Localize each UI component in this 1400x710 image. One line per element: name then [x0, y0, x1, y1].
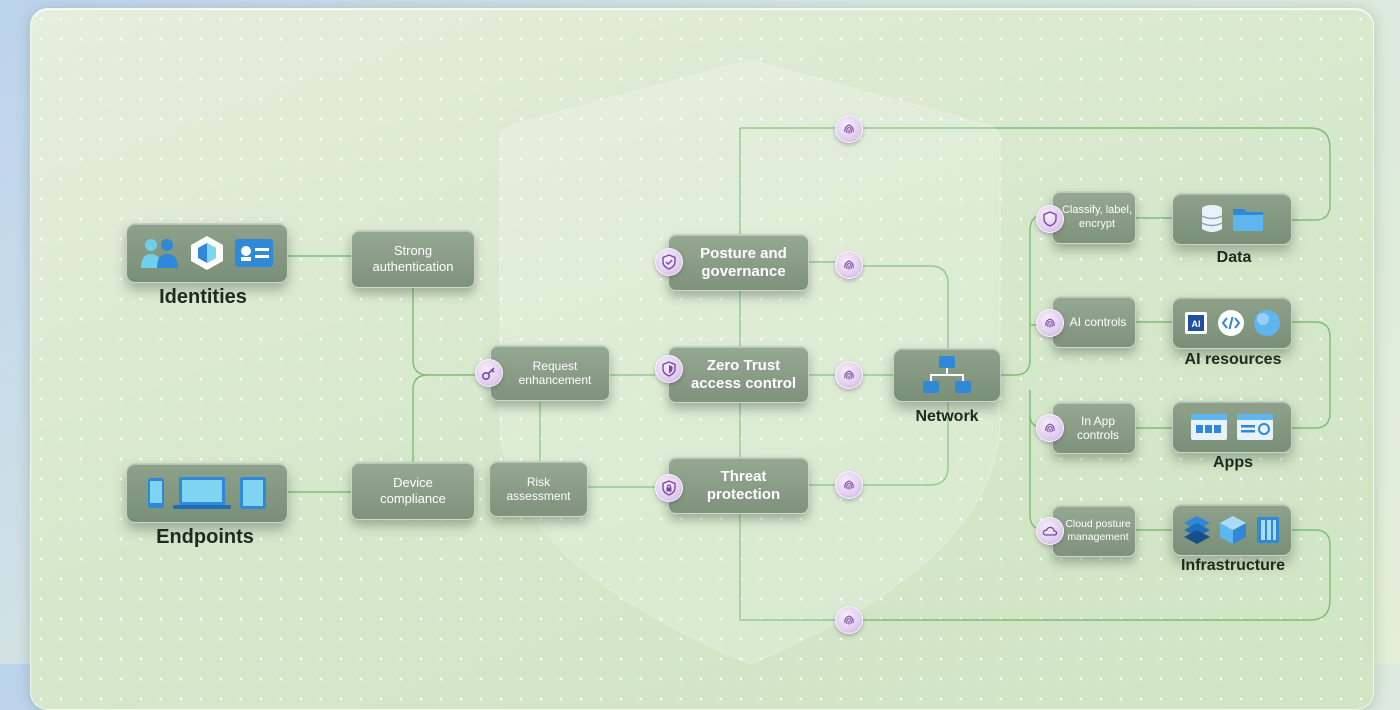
- network-icon: [923, 356, 971, 393]
- database-icon: [1201, 205, 1223, 232]
- server-icon: [1257, 517, 1279, 543]
- cloud-icon: [1042, 526, 1058, 536]
- strong-authentication-node[interactable]: Strong authentication: [351, 230, 475, 288]
- ai-resources-label: AI resources: [1184, 351, 1282, 368]
- key-icon: [481, 367, 495, 381]
- identities-tile[interactable]: [126, 223, 288, 283]
- fingerprint-icon: [844, 615, 854, 625]
- cube-icon: [1220, 516, 1246, 544]
- app-window-icon: [1237, 414, 1273, 440]
- fingerprint-icon: [844, 370, 854, 380]
- request-enhancement-label: Request enhancement: [518, 358, 592, 387]
- risk-assessment-node[interactable]: Risk assessment: [489, 461, 588, 517]
- device-compliance-node[interactable]: Device compliance: [351, 462, 475, 520]
- posture-shield-badge: [655, 248, 683, 276]
- classify-badge: [1036, 205, 1064, 233]
- svg-text:AI: AI: [1192, 319, 1201, 329]
- apps-tile[interactable]: [1172, 401, 1292, 453]
- cloud-posture-badge: [1036, 517, 1064, 545]
- network-tile[interactable]: [893, 348, 1001, 402]
- posture-governance-label: Posture and governance: [700, 244, 787, 280]
- infrastructure-label: Infrastructure: [1180, 557, 1286, 574]
- top-loop-badge: [835, 115, 863, 143]
- device-compliance-label: Device compliance: [380, 475, 446, 506]
- cloud-posture-label: Cloud posture management: [1065, 518, 1131, 543]
- shield-lock-icon: [662, 480, 676, 496]
- zero-trust-link-badge: [835, 361, 863, 389]
- fingerprint-icon: [844, 124, 854, 134]
- in-app-badge: [1036, 414, 1064, 442]
- threat-link-badge: [835, 471, 863, 499]
- tablet-icon: [240, 477, 266, 509]
- bottom-loop-badge: [835, 606, 863, 634]
- ai-controls-label: AI controls: [1069, 314, 1127, 329]
- in-app-controls-node[interactable]: In App controls: [1052, 402, 1136, 454]
- classify-label-encrypt-label: Classify, label, encrypt: [1061, 204, 1133, 230]
- posture-link-badge: [835, 251, 863, 279]
- strong-authentication-label: Strong authentication: [372, 243, 454, 274]
- people-icon: [141, 239, 178, 268]
- id-card-icon: [235, 239, 273, 267]
- globe-icon: [1254, 310, 1280, 336]
- ai-chip-icon: AI: [1185, 312, 1207, 334]
- ai-controls-badge: [1036, 309, 1064, 337]
- zero-trust-label: Zero Trust access control: [690, 356, 797, 392]
- fingerprint-icon: [844, 480, 854, 490]
- infrastructure-tile[interactable]: [1172, 504, 1292, 556]
- zero-trust-shield-badge: [655, 355, 683, 383]
- risk-assessment-label: Risk assessment: [506, 474, 571, 503]
- shield-check-icon: [662, 254, 676, 270]
- shield-icon: [662, 361, 676, 377]
- request-enhancement-node[interactable]: Request enhancement: [490, 345, 610, 401]
- fingerprint-icon: [1045, 423, 1055, 433]
- network-label: Network: [915, 408, 979, 425]
- threat-protection-node[interactable]: Threat protection: [668, 457, 809, 514]
- app-window-icon: [1191, 414, 1227, 440]
- identities-label: Identities: [159, 286, 247, 308]
- endpoints-tile[interactable]: [126, 463, 288, 523]
- key-badge: [475, 359, 503, 387]
- threat-shield-badge: [655, 474, 683, 502]
- laptop-icon: [173, 477, 231, 509]
- threat-protection-label: Threat protection: [706, 467, 781, 503]
- folder-icon: [1233, 209, 1263, 231]
- layers-icon: [1184, 516, 1210, 544]
- connector-lines: [288, 127, 1331, 621]
- posture-governance-node[interactable]: Posture and governance: [668, 234, 809, 291]
- endpoints-label: Endpoints: [156, 526, 254, 548]
- zero-trust-node[interactable]: Zero Trust access control: [668, 346, 809, 403]
- apps-label: Apps: [1213, 454, 1253, 471]
- ai-resources-tile[interactable]: AI: [1172, 297, 1292, 349]
- data-tile[interactable]: [1172, 193, 1292, 245]
- fingerprint-icon: [1045, 318, 1055, 328]
- cloud-posture-node[interactable]: Cloud posture management: [1052, 505, 1136, 557]
- shield-icon: [1043, 211, 1057, 227]
- ai-controls-node[interactable]: AI controls: [1052, 296, 1136, 348]
- hexagon-icon: [191, 236, 223, 270]
- classify-label-encrypt-node[interactable]: Classify, label, encrypt: [1052, 191, 1136, 244]
- in-app-controls-label: In App controls: [1076, 413, 1120, 442]
- fingerprint-icon: [844, 260, 854, 270]
- phone-icon: [148, 478, 164, 508]
- data-label: Data: [1216, 249, 1252, 266]
- code-icon: [1218, 310, 1244, 336]
